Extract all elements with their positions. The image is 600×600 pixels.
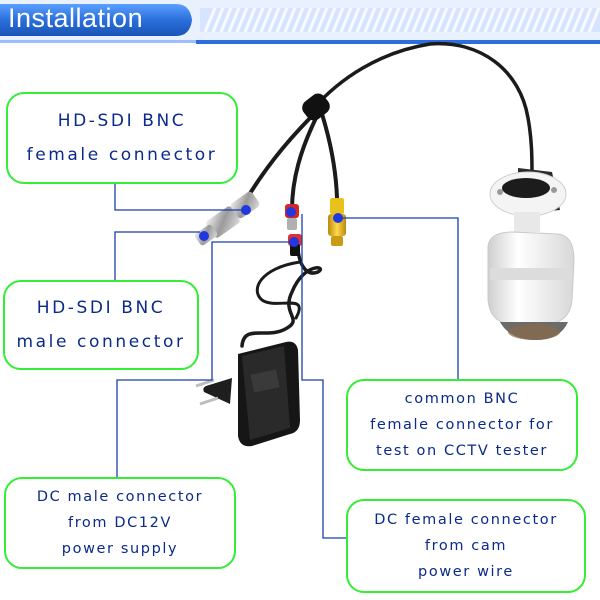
adapter-cable-loop <box>255 260 302 320</box>
callout-line-2: female connector for <box>370 417 554 433</box>
callout-line-1: HD-SDI BNC <box>36 298 166 318</box>
banner-underline <box>196 40 600 44</box>
connection-markers <box>199 205 343 247</box>
callout-common-bnc: common BNC female connector for test on … <box>346 379 578 471</box>
leader-hdsdi-male <box>114 231 200 280</box>
cable-harness <box>240 41 534 348</box>
callout-dc-female-connector: DC female connector from cam power wire <box>346 499 586 593</box>
callout-line-1: DC male connector <box>36 489 204 505</box>
callout-line-2: female connector <box>26 145 218 165</box>
banner-tab <box>0 4 192 36</box>
leader-common-bnc <box>342 217 459 380</box>
callout-line-3: power supply <box>61 541 179 557</box>
dc-cable <box>290 112 320 212</box>
camera-ring <box>490 268 572 280</box>
leader-lines <box>114 182 459 539</box>
callout-line-1: HD-SDI BNC <box>57 111 187 131</box>
callout-line-2: from cam <box>424 538 508 554</box>
callout-line-2: male connector <box>16 332 186 352</box>
callout-line-1: common BNC <box>404 391 520 407</box>
banner-stripes <box>203 7 600 33</box>
camera-cable <box>310 41 534 178</box>
callout-hdsdi-bnc-male: HD-SDI BNC male connector <box>3 280 199 370</box>
bnc-cable <box>244 110 318 202</box>
callout-dc-male-connector: DC male connector from DC12V power suppl… <box>4 477 236 569</box>
leader-dc-female <box>301 214 348 539</box>
banner <box>0 0 600 44</box>
callout-line-3: power wire <box>418 564 514 580</box>
adapter-cable <box>240 248 322 348</box>
callout-line-2: from DC12V <box>67 515 172 531</box>
callout-line-1: DC female connector <box>374 512 558 528</box>
callout-hdsdi-bnc-female: HD-SDI BNC female connector <box>6 92 238 184</box>
power-adapter-icon <box>195 341 300 447</box>
cctv-camera-icon <box>487 168 575 340</box>
test-bnc-cable <box>320 112 339 200</box>
callout-line-3: test on CCTV tester <box>376 443 548 459</box>
banner-title: Installation <box>8 3 144 33</box>
leader-dc-male <box>116 241 290 478</box>
leader-hdsdi-female <box>114 182 244 211</box>
cable-splitter <box>302 93 330 121</box>
